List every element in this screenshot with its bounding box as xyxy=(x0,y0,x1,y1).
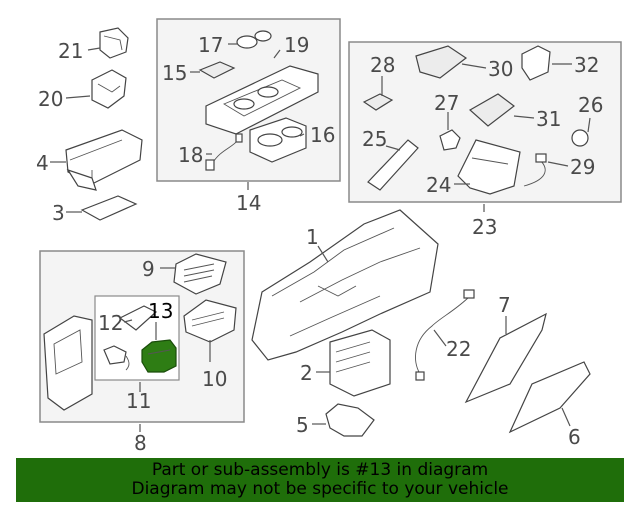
callout-16: 16 xyxy=(310,123,335,147)
part-12-connector xyxy=(103,305,158,371)
part-25-trim-strip xyxy=(367,139,419,191)
callout-11: 11 xyxy=(126,389,151,413)
part-28-switch xyxy=(362,93,394,111)
callout-28: 28 xyxy=(370,53,395,77)
callout-7: 7 xyxy=(498,293,511,317)
part-27-socket xyxy=(439,129,461,151)
part-13-highlighted xyxy=(141,339,177,373)
banner-line-1: Part or sub-assembly is #13 in diagram xyxy=(151,460,489,480)
part-17-ring xyxy=(236,30,272,49)
part-31-pad xyxy=(468,93,515,127)
part-5-bracket xyxy=(325,403,375,437)
callout-17: 17 xyxy=(198,33,223,57)
callout-15: 15 xyxy=(162,61,187,85)
callout-24: 24 xyxy=(426,173,451,197)
part-3-pad xyxy=(80,195,138,221)
callout-9: 9 xyxy=(142,257,155,281)
part-20-shift-boot xyxy=(91,69,127,109)
info-banner: Part or sub-assembly is #13 in diagram D… xyxy=(16,458,624,502)
callout-31: 31 xyxy=(536,107,561,131)
part-16-cup-holder xyxy=(249,117,307,163)
callout-29: 29 xyxy=(570,155,595,179)
part-2-storage-bin xyxy=(329,329,391,397)
callout-labels: 21 20 4 3 17 19 15 16 18 14 28 30 32 27 … xyxy=(36,33,603,455)
callout-12: 12 xyxy=(98,311,123,335)
callout-2: 2 xyxy=(300,361,313,385)
exploded-parts-diagram: 21 20 4 3 17 19 15 16 18 14 28 30 32 27 … xyxy=(36,18,622,455)
callout-8: 8 xyxy=(134,431,147,455)
callout-30: 30 xyxy=(488,57,513,81)
part-29-cable xyxy=(523,153,547,187)
callout-27: 27 xyxy=(434,91,459,115)
callout-5: 5 xyxy=(296,413,309,437)
leader-lines xyxy=(50,43,591,432)
part-6-side-panel xyxy=(508,361,591,434)
callout-13: 13 xyxy=(148,299,173,323)
callout-22: 22 xyxy=(446,337,471,361)
part-30-tray xyxy=(415,45,468,79)
callout-26: 26 xyxy=(578,93,603,117)
part-24-console-tray xyxy=(457,139,521,195)
part-1-center-console xyxy=(251,209,439,361)
part-15-cover xyxy=(198,61,236,79)
callout-4: 4 xyxy=(36,151,49,175)
callout-10: 10 xyxy=(202,367,227,391)
callout-32: 32 xyxy=(574,53,599,77)
callout-19: 19 xyxy=(284,33,309,57)
part-32-bracket xyxy=(521,45,551,81)
part-10-vent xyxy=(183,299,237,343)
callout-25: 25 xyxy=(362,127,387,151)
callout-1: 1 xyxy=(306,225,319,249)
part-9-vent xyxy=(173,253,227,295)
part-8-trim-panel xyxy=(43,315,93,411)
callout-14: 14 xyxy=(236,191,261,215)
callout-3: 3 xyxy=(52,201,65,225)
part-22-wiring-harness xyxy=(415,289,475,381)
callout-20: 20 xyxy=(38,87,63,111)
callout-6: 6 xyxy=(568,425,581,449)
part-21-shift-knob xyxy=(99,27,129,59)
callout-23: 23 xyxy=(472,215,497,239)
banner-line-2: Diagram may not be specific to your vehi… xyxy=(131,479,509,499)
part-7-side-panel xyxy=(464,312,547,404)
part-19-console-panel xyxy=(205,65,319,135)
part-18-wire-harness xyxy=(205,133,243,171)
callout-21: 21 xyxy=(58,39,83,63)
part-4-armrest-lid xyxy=(65,129,143,191)
callout-18: 18 xyxy=(178,143,203,167)
part-26-lamp xyxy=(571,129,589,147)
